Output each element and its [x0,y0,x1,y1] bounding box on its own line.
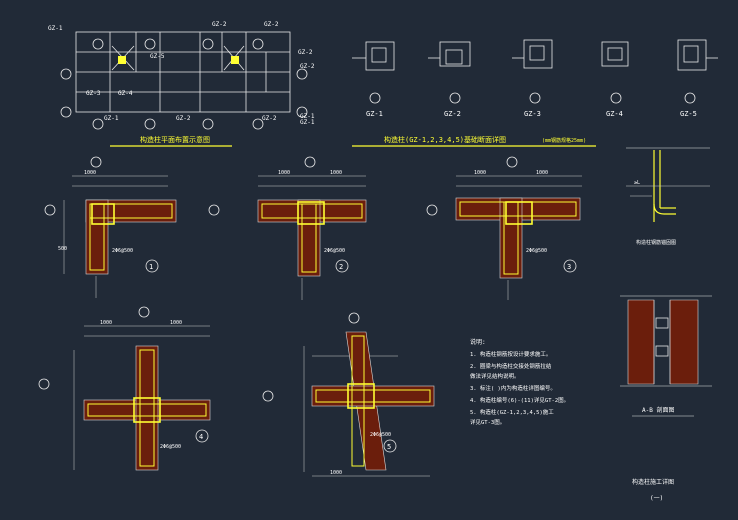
svg-text:1000: 1000 [330,170,342,176]
note-item: 3. 标注( )内为构造柱详图编号。 [470,384,556,392]
svg-text:1000: 1000 [170,320,182,326]
plan-title: 构造柱平面布置示意图 [140,135,210,144]
wall-vertical [85,199,109,275]
svg-text:≥L: ≥L [634,180,640,186]
wall-vertical [135,345,159,471]
gz-marker [231,56,239,64]
plan-label: GZ-1 [104,115,119,122]
detail-number: 1 [149,263,153,271]
wall-section: A-B 剖面图 [620,295,712,417]
gz-section-1: GZ-1 [352,41,395,118]
svg-text:2Φ6@500: 2Φ6@500 [370,432,391,438]
column-outline [91,203,115,225]
notes-header: 说明: [470,338,486,346]
svg-text:1000: 1000 [84,170,96,176]
gz-section-2: GZ-2 [428,41,471,118]
section-label: GZ-5 [680,110,697,118]
column-outline [347,383,375,409]
plan-label: GZ-1 [300,113,315,120]
plan-label: GZ-1 [48,25,63,32]
note-item: 2. 圈梁与构造柱交接处钢筋拉结 [470,362,552,370]
note-item: 做法详见结构说明。 [470,372,520,380]
sheet-title: 构造柱施工详图 [632,478,674,486]
plan-label: GZ-2 [300,63,315,70]
detail-1: 1000 500 2Φ6@500 1 [44,156,177,298]
note-item: 详见GT-3图。 [470,418,505,426]
detail-4: 1000 1000 2Φ6@500 4 [38,306,211,471]
detail-2: 1000 1000 2Φ6@500 2 [208,156,367,300]
anchor-title: 构造柱钢筋锚固图 [636,239,676,246]
svg-text:500: 500 [58,246,67,252]
gz-sections: GZ-1 GZ-2 GZ-3 GZ-4 GZ-5 [352,39,718,147]
detail-number: 3 [567,263,571,271]
plan-view: GZ-1 GZ-2 GZ-2 GZ-2 GZ-2 GZ-1 GZ-3 GZ-4 … [48,21,315,147]
plan-label: GZ-1 [300,119,315,126]
wall-horizontal [311,385,435,407]
plan-label: GZ-2 [298,49,313,56]
section-label: GZ-4 [606,110,623,118]
gz-section-4: GZ-4 [601,41,629,118]
plan-label: GZ-2 [264,21,279,28]
gz-marker [118,56,126,64]
anchor-detail: ≥L 构造柱钢筋锚固图 [626,147,710,246]
column-outline [297,201,325,225]
plan-label: GZ-3 [86,90,101,97]
section-label: GZ-3 [524,110,541,118]
note-item: 4. 构造柱编号(6)-(11)详见GT-2图。 [470,396,569,404]
svg-text:2Φ6@500: 2Φ6@500 [324,248,345,254]
svg-text:1000: 1000 [474,170,486,176]
detail-number: 5 [387,443,391,451]
plan-label: GZ-4 [118,90,133,97]
detail-5: 1000 2Φ6@500 5 [262,312,435,477]
sheet-title-block: 构造柱施工详图 (一) [632,478,674,502]
detail-number: 2 [339,263,343,271]
note-item: 5. 构造柱(GZ-1,2,3,4,5)施工 [470,408,554,416]
sheet-number: (一) [650,495,663,502]
svg-text:1000: 1000 [100,320,112,326]
plan-label: GZ-2 [176,115,191,122]
plan-label: GZ-5 [150,53,165,60]
detail-number: 4 [199,433,203,441]
gz-section-3: GZ-3 [512,39,553,118]
plan-label: GZ-2 [262,115,277,122]
svg-text:2Φ6@500: 2Φ6@500 [112,248,133,254]
svg-text:1000: 1000 [536,170,548,176]
notes: 说明: 1. 构造柱钢筋按设计要求施工。 2. 圈梁与构造柱交接处钢筋拉结 做法… [470,338,569,426]
wall-vertical [499,197,523,279]
sections-title: 构造柱(GZ-1,2,3,4,5)基础断面详图 [384,135,506,144]
svg-text:2Φ6@500: 2Φ6@500 [526,248,547,254]
section-wall-right [669,299,699,385]
note-item: 1. 构造柱钢筋按设计要求施工。 [470,350,551,358]
column-outline [505,201,533,225]
svg-text:1000: 1000 [330,470,342,476]
svg-text:1000: 1000 [278,170,290,176]
gz-section-5: GZ-5 [677,39,718,118]
section-wall-left [627,299,655,385]
sections-note: (mm钢筋规格25mm) [542,137,586,144]
wall-section-title: A-B 剖面图 [642,406,674,414]
plan-label: GZ-2 [212,21,227,28]
wall-vertical [297,199,321,277]
section-label: GZ-2 [444,110,461,118]
section-label: GZ-1 [366,110,383,118]
detail-3: 1000 1000 2Φ6@500 3 [426,156,582,300]
column-outline [133,397,161,423]
svg-text:2Φ6@500: 2Φ6@500 [160,444,181,450]
